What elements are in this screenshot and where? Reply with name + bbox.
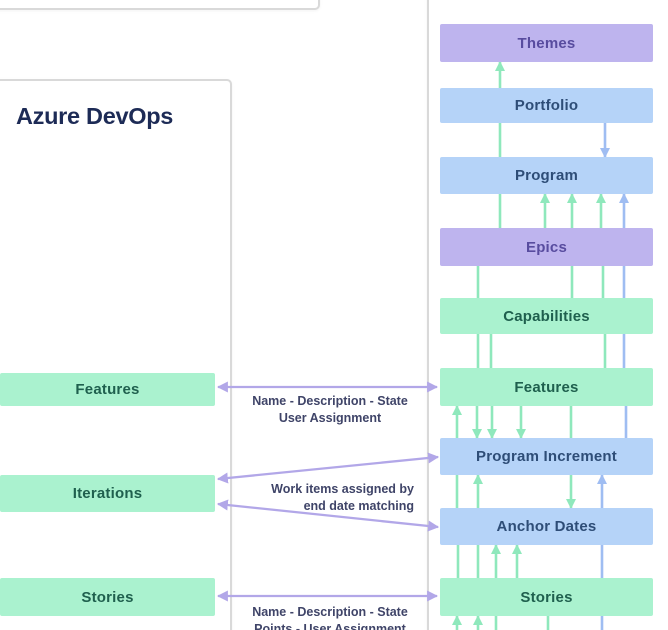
node-right-program: Program — [440, 157, 653, 194]
top-left-panel — [0, 0, 320, 10]
azure-devops-panel — [0, 79, 232, 630]
sync-label: Work items assigned by end date matching — [214, 481, 414, 515]
sync-label-line: end date matching — [303, 499, 414, 513]
node-right-themes: Themes — [440, 24, 653, 62]
node-right-capabilities: Capabilities — [440, 298, 653, 334]
sync-label-line: Name - Description - State — [252, 605, 408, 619]
azure-devops-title: Azure DevOps — [16, 103, 174, 129]
node-right-anchor-dates: Anchor Dates — [440, 508, 653, 545]
node-left-stories: Stories — [0, 578, 215, 616]
sync-label-line: User Assignment — [278, 411, 382, 425]
node-right-epics: Epics — [440, 228, 653, 266]
node-left-iterations: Iterations — [0, 475, 215, 512]
node-right-stories: Stories — [440, 578, 653, 616]
sync-label-line: Points - User Assignment — [254, 622, 406, 630]
node-right-portfolio: Portfolio — [440, 88, 653, 123]
node-left-features: Features — [0, 373, 215, 406]
node-right-program-increment: Program Increment — [440, 438, 653, 475]
sync-label-line: Work items assigned by — [271, 482, 414, 496]
sync-arrow — [216, 452, 440, 484]
node-right-features: Features — [440, 368, 653, 406]
sync-label-line: Name - Description - State — [252, 394, 408, 408]
